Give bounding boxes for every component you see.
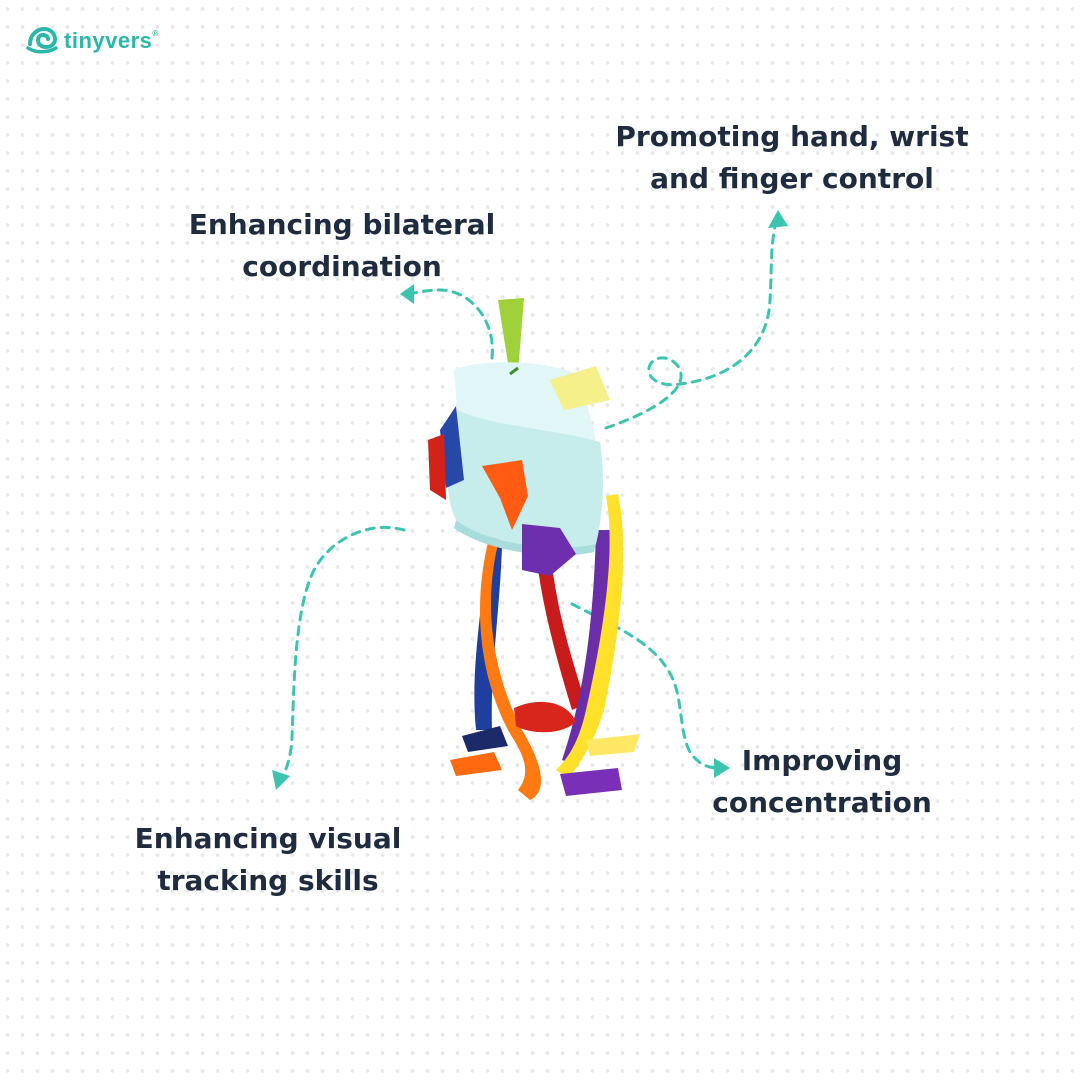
ribbon-red [536, 548, 586, 710]
tag-red-left [428, 434, 446, 500]
arrow-head-hand-control [768, 210, 788, 228]
benefit-line: Enhancing bilateral [188, 208, 496, 241]
top-slit [509, 366, 519, 376]
benefit-line: Enhancing visual [134, 822, 402, 855]
arrow-to-visual-tracking [280, 525, 406, 780]
arrow-head-visual-tracking [272, 770, 290, 790]
benefit-concentration: Improving concentration [690, 740, 954, 824]
ribbon-yellow [556, 494, 624, 778]
tag-yellow [550, 366, 610, 410]
sensory-ribbon-cube-icon [428, 298, 640, 800]
knot-yellow [586, 734, 640, 756]
knot-orange [450, 752, 502, 776]
tag-orange-red [482, 460, 528, 530]
benefit-line: and finger control [650, 162, 934, 195]
knot-purple [560, 768, 622, 796]
benefit-bilateral-coordination: Enhancing bilateral coordination [160, 204, 524, 288]
knot-red [514, 701, 576, 733]
benefit-line: tracking skills [157, 864, 379, 897]
tag-purple [522, 524, 576, 576]
benefit-line: coordination [242, 250, 442, 283]
brand-name: tinyvers® [64, 28, 159, 53]
brand-logo: tinyvers® [26, 24, 159, 58]
benefit-line: Improving [741, 744, 903, 777]
arrow-to-concentration [570, 602, 720, 770]
tinyvers-logo-icon [26, 26, 58, 54]
benefit-hand-wrist-finger-control: Promoting hand, wrist and finger control [600, 116, 984, 200]
top-loop-ribbon [498, 298, 524, 376]
benefit-line: concentration [712, 786, 932, 819]
arrow-to-bilateral [408, 288, 494, 360]
arrow-head-concentration [714, 758, 730, 778]
ribbon-purple [562, 530, 610, 766]
arrow-to-hand-control [604, 220, 778, 430]
tag-blue [440, 406, 464, 488]
arrow-head-bilateral [400, 284, 414, 304]
benefit-line: Promoting hand, wrist [615, 120, 969, 153]
knot-navy [462, 726, 508, 752]
ribbon-orange [479, 534, 542, 800]
benefit-visual-tracking: Enhancing visual tracking skills [118, 818, 418, 902]
